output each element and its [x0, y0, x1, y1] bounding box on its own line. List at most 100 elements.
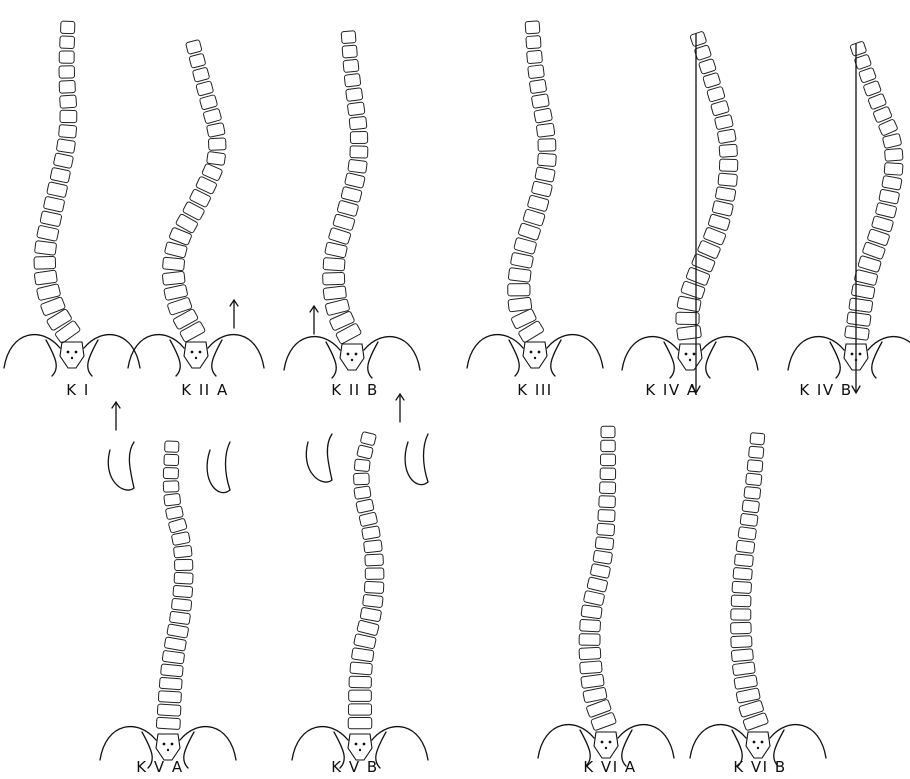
vertebra — [531, 94, 549, 109]
vertebra — [600, 468, 616, 480]
vertebra — [845, 326, 870, 341]
vertebra — [347, 102, 365, 116]
vertebra — [882, 133, 901, 148]
vertebra — [59, 80, 75, 93]
vertebra — [189, 53, 206, 68]
vertebra — [733, 567, 752, 580]
label-k4a: K IV A — [645, 381, 698, 399]
spine-figure-k4b — [788, 41, 910, 393]
vertebra — [534, 108, 553, 123]
vertebra — [354, 459, 370, 472]
vertebra — [581, 605, 602, 619]
vertebra — [879, 189, 900, 204]
vertebra — [43, 196, 65, 212]
vertebra — [156, 717, 180, 729]
pelvis — [128, 335, 264, 376]
vertebra — [731, 609, 751, 620]
vertebra — [349, 690, 372, 701]
vertebra — [56, 139, 75, 154]
vertebra — [581, 674, 605, 688]
vertebra — [171, 532, 190, 546]
vertebra — [37, 225, 59, 241]
vertebra — [882, 175, 902, 190]
vertebra — [885, 148, 903, 161]
vertebra — [346, 88, 363, 102]
vertebra — [601, 440, 615, 451]
vertebra — [527, 195, 549, 212]
vertebra — [325, 242, 348, 258]
vertebra — [59, 124, 77, 138]
vertebra — [162, 271, 185, 285]
vertebra — [348, 704, 371, 715]
vertebra — [719, 159, 738, 172]
vertebra — [186, 39, 203, 54]
vertebra — [579, 634, 600, 646]
spine-figure-k5a — [100, 402, 236, 768]
vertebra — [746, 473, 762, 486]
vertebra — [364, 540, 383, 553]
vertebra — [598, 509, 615, 521]
vertebra — [859, 67, 877, 83]
vertebra — [531, 181, 552, 197]
vertebra — [59, 51, 74, 63]
vertebra — [863, 80, 881, 96]
vertebra — [165, 506, 183, 520]
vertebra — [354, 486, 371, 500]
vertebra — [583, 590, 604, 605]
vertebra — [60, 95, 77, 108]
vertebra — [599, 496, 616, 508]
vertebra — [537, 153, 556, 166]
vertebra — [348, 718, 372, 729]
vertebra — [535, 167, 556, 183]
vertebra — [163, 467, 178, 478]
vertebra — [60, 110, 77, 122]
vertebra — [349, 676, 371, 688]
vertebra — [59, 66, 75, 78]
vertebra — [732, 662, 755, 676]
spine-figure-k2a — [128, 39, 264, 376]
vertebra — [162, 257, 184, 271]
vertebra — [164, 493, 181, 506]
label-k4b: K IV B — [799, 381, 852, 399]
vertebra — [510, 252, 533, 268]
vertebra — [587, 577, 608, 592]
vertebra — [742, 500, 760, 513]
vertebra — [356, 499, 374, 513]
spine-figure-k3 — [467, 21, 603, 376]
vertebra — [707, 86, 726, 102]
vertebra — [719, 144, 737, 157]
vertebra — [527, 50, 543, 63]
vertebra — [53, 153, 73, 169]
label-k6a: K VI A — [583, 758, 636, 776]
vertebra — [351, 648, 374, 662]
vertebra — [323, 286, 346, 300]
label-k6b: K VI B — [733, 758, 786, 776]
vertebra — [323, 258, 345, 271]
vertebra — [168, 518, 187, 533]
vertebra — [699, 59, 717, 75]
vertebra — [363, 594, 384, 607]
label-k2b: K II B — [331, 381, 379, 399]
vertebra — [731, 636, 752, 648]
vertebra — [158, 691, 181, 703]
vertebra — [203, 108, 222, 124]
vertebra — [590, 563, 610, 578]
vertebra — [354, 473, 370, 485]
vertebra — [348, 159, 367, 173]
pelvis — [467, 335, 603, 376]
label-k3: K III — [517, 381, 552, 399]
vertebra — [875, 202, 897, 218]
vertebra — [747, 460, 763, 472]
vertebra — [593, 550, 613, 564]
plumb-line — [852, 44, 860, 393]
vertebra — [350, 662, 373, 675]
vertebra — [694, 45, 711, 61]
label-k2a: K II A — [181, 381, 228, 399]
spine-figure-k4a — [622, 31, 758, 393]
vertebra — [677, 325, 702, 340]
pelvis — [622, 337, 758, 378]
plumb-line — [692, 34, 700, 393]
label-k5b: K V B — [331, 758, 378, 776]
vertebra — [731, 622, 752, 634]
vertebra — [341, 31, 356, 44]
